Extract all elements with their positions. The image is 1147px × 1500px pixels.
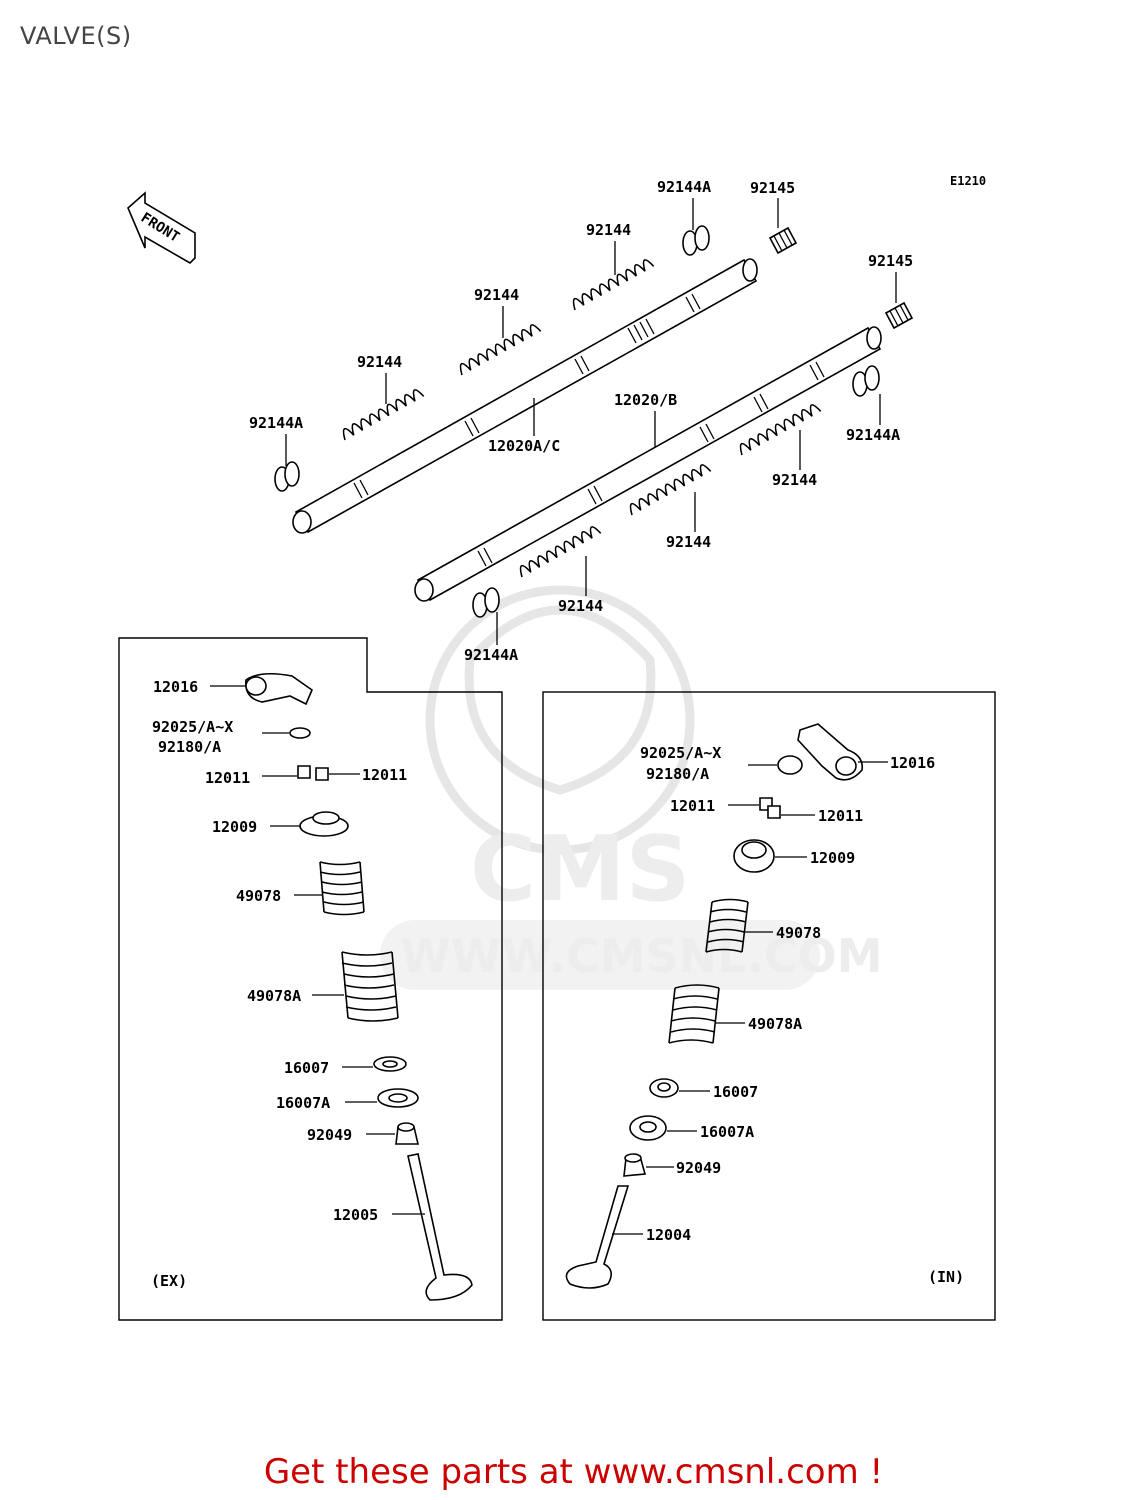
ex-label-seat: 16007 — [284, 1059, 329, 1077]
in-valve-seal — [623, 1153, 647, 1177]
ex-rocker-arm — [245, 672, 313, 706]
ex-label-cotter-right: 12011 — [362, 766, 407, 784]
parts-diagram: CMS WWW.CMSNL.COM E1210 FRONT — [118, 174, 996, 1321]
in-label-rocker: 12016 — [890, 754, 935, 772]
in-cotters — [759, 797, 781, 819]
ex-label-shim2: 92180/A — [158, 738, 221, 756]
ex-spring-seat — [373, 1056, 407, 1072]
ex-label-rocker: 12016 — [153, 678, 198, 696]
ex-tag: (EX) — [151, 1272, 187, 1290]
label-92144A-bottom: 92144A — [464, 646, 518, 664]
ex-valve-seal — [395, 1122, 420, 1145]
ex-spring-seat-a — [377, 1088, 419, 1108]
in-label-spring-inner: 49078 — [776, 924, 821, 942]
in-label-seal: 92049 — [676, 1159, 721, 1177]
label-92144-left: 92144 — [357, 353, 402, 371]
ex-panel: 12016 92025/A~X 92180/A 12011 12011 1200… — [118, 637, 503, 1321]
watermark-brand: CMS — [470, 817, 690, 922]
ex-label-seat-a: 16007A — [276, 1094, 330, 1112]
label-92144A-left: 92144A — [249, 414, 303, 432]
camshaft-labels: 92144A 92145 92144A 92144 92145 92144 92… — [249, 178, 913, 664]
spring-upper-2 — [459, 324, 542, 376]
ex-spring-inner — [319, 861, 365, 916]
watermark-url: WWW.CMSNL.COM — [400, 929, 883, 983]
label-92144-lower-left: 92144 — [558, 597, 603, 615]
ex-label-spring-outer: 49078A — [247, 987, 301, 1005]
in-shim — [777, 755, 803, 775]
in-spring-outer — [668, 984, 720, 1044]
spring-upper-3 — [572, 259, 655, 311]
label-92144A-right: 92144A — [846, 426, 900, 444]
bushing-92145-right — [884, 301, 914, 330]
in-label-valve: 12004 — [646, 1226, 691, 1244]
label-92144-lower-mid: 92144 — [666, 533, 711, 551]
camshaft-lower — [414, 326, 882, 602]
spring-upper-1 — [342, 389, 425, 441]
ex-spring-outer — [341, 951, 399, 1022]
ex-label-shim: 92025/A~X — [152, 718, 233, 736]
ex-label-cotter-left: 12011 — [205, 769, 250, 787]
label-92145-top: 92145 — [750, 179, 795, 197]
in-retainer — [733, 839, 775, 873]
in-rocker-arm — [797, 723, 864, 781]
page-title: VALVE(S) — [20, 22, 132, 50]
cta-link[interactable]: Get these parts at www.cmsnl.com ! — [263, 1452, 884, 1492]
ex-shim — [289, 727, 311, 739]
collar-92144A-bottom — [472, 587, 500, 618]
in-label-cotter-left: 12011 — [670, 797, 715, 815]
ex-retainer — [299, 811, 349, 837]
in-label-seat: 16007 — [713, 1083, 758, 1101]
spring-lower-2 — [629, 464, 712, 516]
watermark: CMS WWW.CMSNL.COM — [380, 585, 883, 990]
spring-lower-3 — [739, 404, 822, 456]
front-arrow-icon: FRONT — [127, 191, 196, 264]
label-92144-mid: 92144 — [474, 286, 519, 304]
label-92144-right: 92144 — [772, 471, 817, 489]
label-12020-B: 12020/B — [614, 391, 677, 409]
camshaft-upper — [292, 258, 758, 534]
in-panel: 12016 92025/A~X 92180/A 12011 12011 1200… — [542, 691, 996, 1321]
spring-lower-1 — [519, 526, 602, 578]
label-92144A-top: 92144A — [657, 178, 711, 196]
ex-label-retainer: 12009 — [212, 818, 257, 836]
ex-label-seal: 92049 — [307, 1126, 352, 1144]
in-spring-seat — [649, 1078, 679, 1098]
in-label-seat-a: 16007A — [700, 1123, 754, 1141]
in-tag: (IN) — [928, 1268, 964, 1286]
collar-92144A-top — [682, 225, 710, 256]
in-label-shim: 92025/A~X — [640, 744, 721, 762]
in-label-cotter-right: 12011 — [818, 807, 863, 825]
ex-cotters — [297, 765, 329, 781]
in-valve — [565, 1185, 630, 1289]
label-92145-right: 92145 — [868, 252, 913, 270]
in-label-shim2: 92180/A — [646, 765, 709, 783]
collar-92144A-left — [274, 461, 300, 492]
in-label-spring-outer: 49078A — [748, 1015, 802, 1033]
in-label-retainer: 12009 — [810, 849, 855, 867]
ex-label-spring-inner: 49078 — [236, 887, 281, 905]
label-12020A-C: 12020A/C — [488, 437, 560, 455]
bushing-92145-top — [768, 226, 798, 255]
ex-valve — [407, 1153, 473, 1301]
diagram-code: E1210 — [950, 174, 986, 188]
ex-label-valve: 12005 — [333, 1206, 378, 1224]
in-spring-seat-a — [629, 1115, 667, 1141]
in-spring-inner — [705, 898, 749, 953]
label-92144-top: 92144 — [586, 221, 631, 239]
collar-92144A-right — [852, 365, 880, 397]
